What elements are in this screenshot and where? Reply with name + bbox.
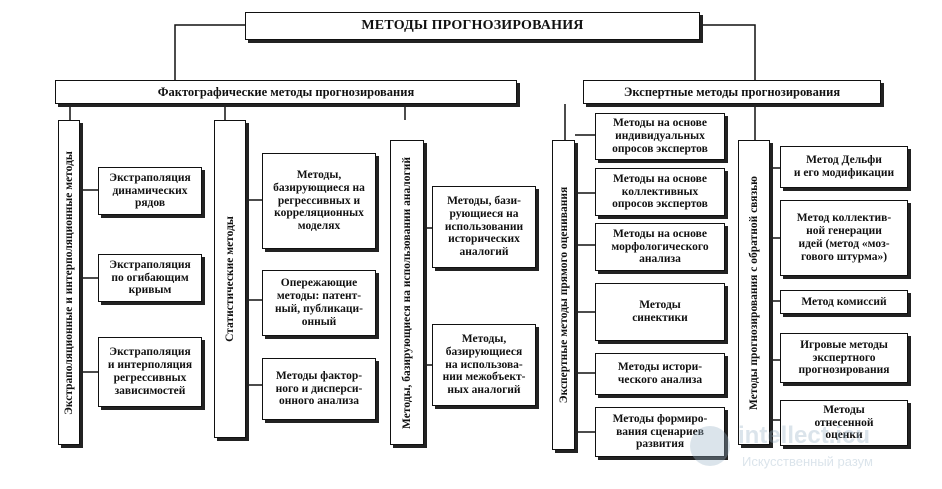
diagram-title: МЕТОДЫ ПРОГНОЗИРОВАНИЯ <box>245 12 700 40</box>
item-extrapolation-envelope-curves: Экстраполяция по огибающим кривым <box>98 254 202 302</box>
item-leading-methods: Опережающие методы: патент- ный, публика… <box>262 270 376 336</box>
analogy-methods-group: Методы, базирующиеся на использовании ан… <box>390 140 424 445</box>
item-brainstorming: Метод коллектив- ной генерации идей (мет… <box>780 200 908 276</box>
factographic-methods-header: Фактографические методы прогнозирования <box>55 80 517 104</box>
extrapolation-methods-label: Экстраполяционные и интерполяционные мет… <box>63 150 75 415</box>
item-collective-surveys: Методы на основе коллективных опросов эк… <box>595 168 725 216</box>
item-extrapolation-regression: Экстраполяция и интерполяция регрессивны… <box>98 337 202 407</box>
expert-methods-header: Экспертные методы прогнозирования <box>583 80 881 104</box>
analogy-methods-label: Методы, базирующиеся на использовании ан… <box>401 156 413 429</box>
item-scenario-development: Методы формиро- вания сценариев развития <box>595 407 725 457</box>
item-extrapolation-dynamic-series: Экстраполяция динамических рядов <box>98 167 202 215</box>
item-commission-method: Метод комиссий <box>780 290 908 314</box>
item-synectics: Методы синектики <box>595 283 725 341</box>
item-game-methods: Игровые методы экспертного прогнозирован… <box>780 333 908 383</box>
item-historical-analogies: Методы, бази- рующиеся на использовании … <box>432 186 536 268</box>
direct-evaluation-group: Экспертные методы прямого оценивания <box>552 140 575 450</box>
feedback-methods-label: Методы прогнозирования с обратной связью <box>748 175 760 410</box>
feedback-methods-group: Методы прогнозирования с обратной связью <box>738 140 770 445</box>
direct-evaluation-label: Экспертные методы прямого оценивания <box>557 186 570 404</box>
item-referred-evaluation: Методы отнесенной оценки <box>780 400 908 446</box>
statistical-methods-group: Статистические методы <box>214 120 246 438</box>
item-delphi-method: Метод Дельфи и его модификации <box>780 146 908 188</box>
statistical-methods-label: Статистические методы <box>224 216 236 342</box>
item-interobject-analogies: Методы, базирующиеся на использова- нии … <box>432 324 536 406</box>
item-factor-dispersion-analysis: Методы фактор- ного и дисперси- онного а… <box>262 358 376 420</box>
item-regression-correlation-models: Методы, базирующиеся на регрессивных и к… <box>262 153 376 249</box>
item-historical-analysis: Методы истори- ческого анализа <box>595 353 725 395</box>
item-morphological-analysis: Методы на основе морфологического анализ… <box>595 223 725 271</box>
extrapolation-methods-group: Экстраполяционные и интерполяционные мет… <box>58 120 80 445</box>
item-individual-surveys: Методы на основе индивидуальных опросов … <box>595 113 725 160</box>
